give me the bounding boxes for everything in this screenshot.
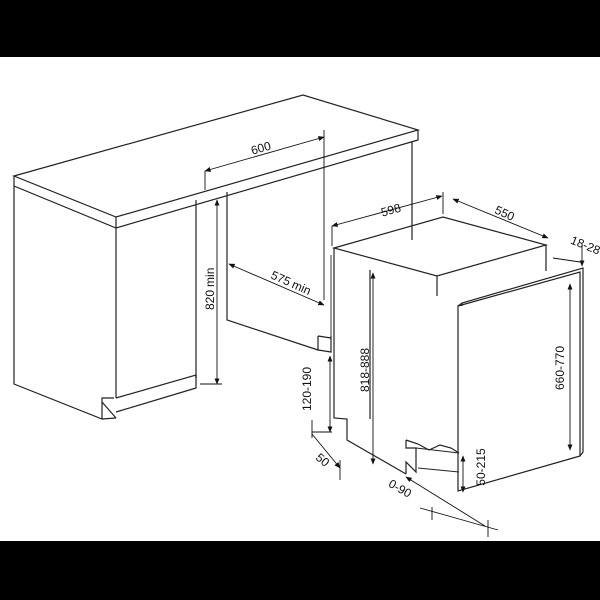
label-foot-adjust: 0-90 (386, 476, 414, 500)
label-cabinet-width: 600 (249, 139, 272, 158)
dimension-lines (200, 130, 585, 537)
label-appliance-width: 598 (379, 201, 402, 220)
label-cabinet-depth: 575min (269, 268, 313, 298)
label-panel-height: 660-770 (553, 346, 567, 390)
top-frame-bar (0, 0, 600, 57)
label-panel-offset: 50-215 (474, 448, 488, 486)
bottom-frame-bar (0, 541, 600, 600)
label-appliance-depth: 550 (493, 203, 517, 224)
label-panel-thickness: 18-28 (569, 233, 600, 258)
dishwasher-body (331, 216, 549, 475)
kitchen-cabinet (12, 94, 421, 420)
label-plinth-setback: 50 (313, 450, 332, 470)
label-appliance-height: 818-888 (358, 348, 372, 392)
label-plinth-height: 120-190 (300, 367, 314, 411)
label-cabinet-height: 820min (203, 268, 217, 310)
door-panel (457, 267, 584, 492)
